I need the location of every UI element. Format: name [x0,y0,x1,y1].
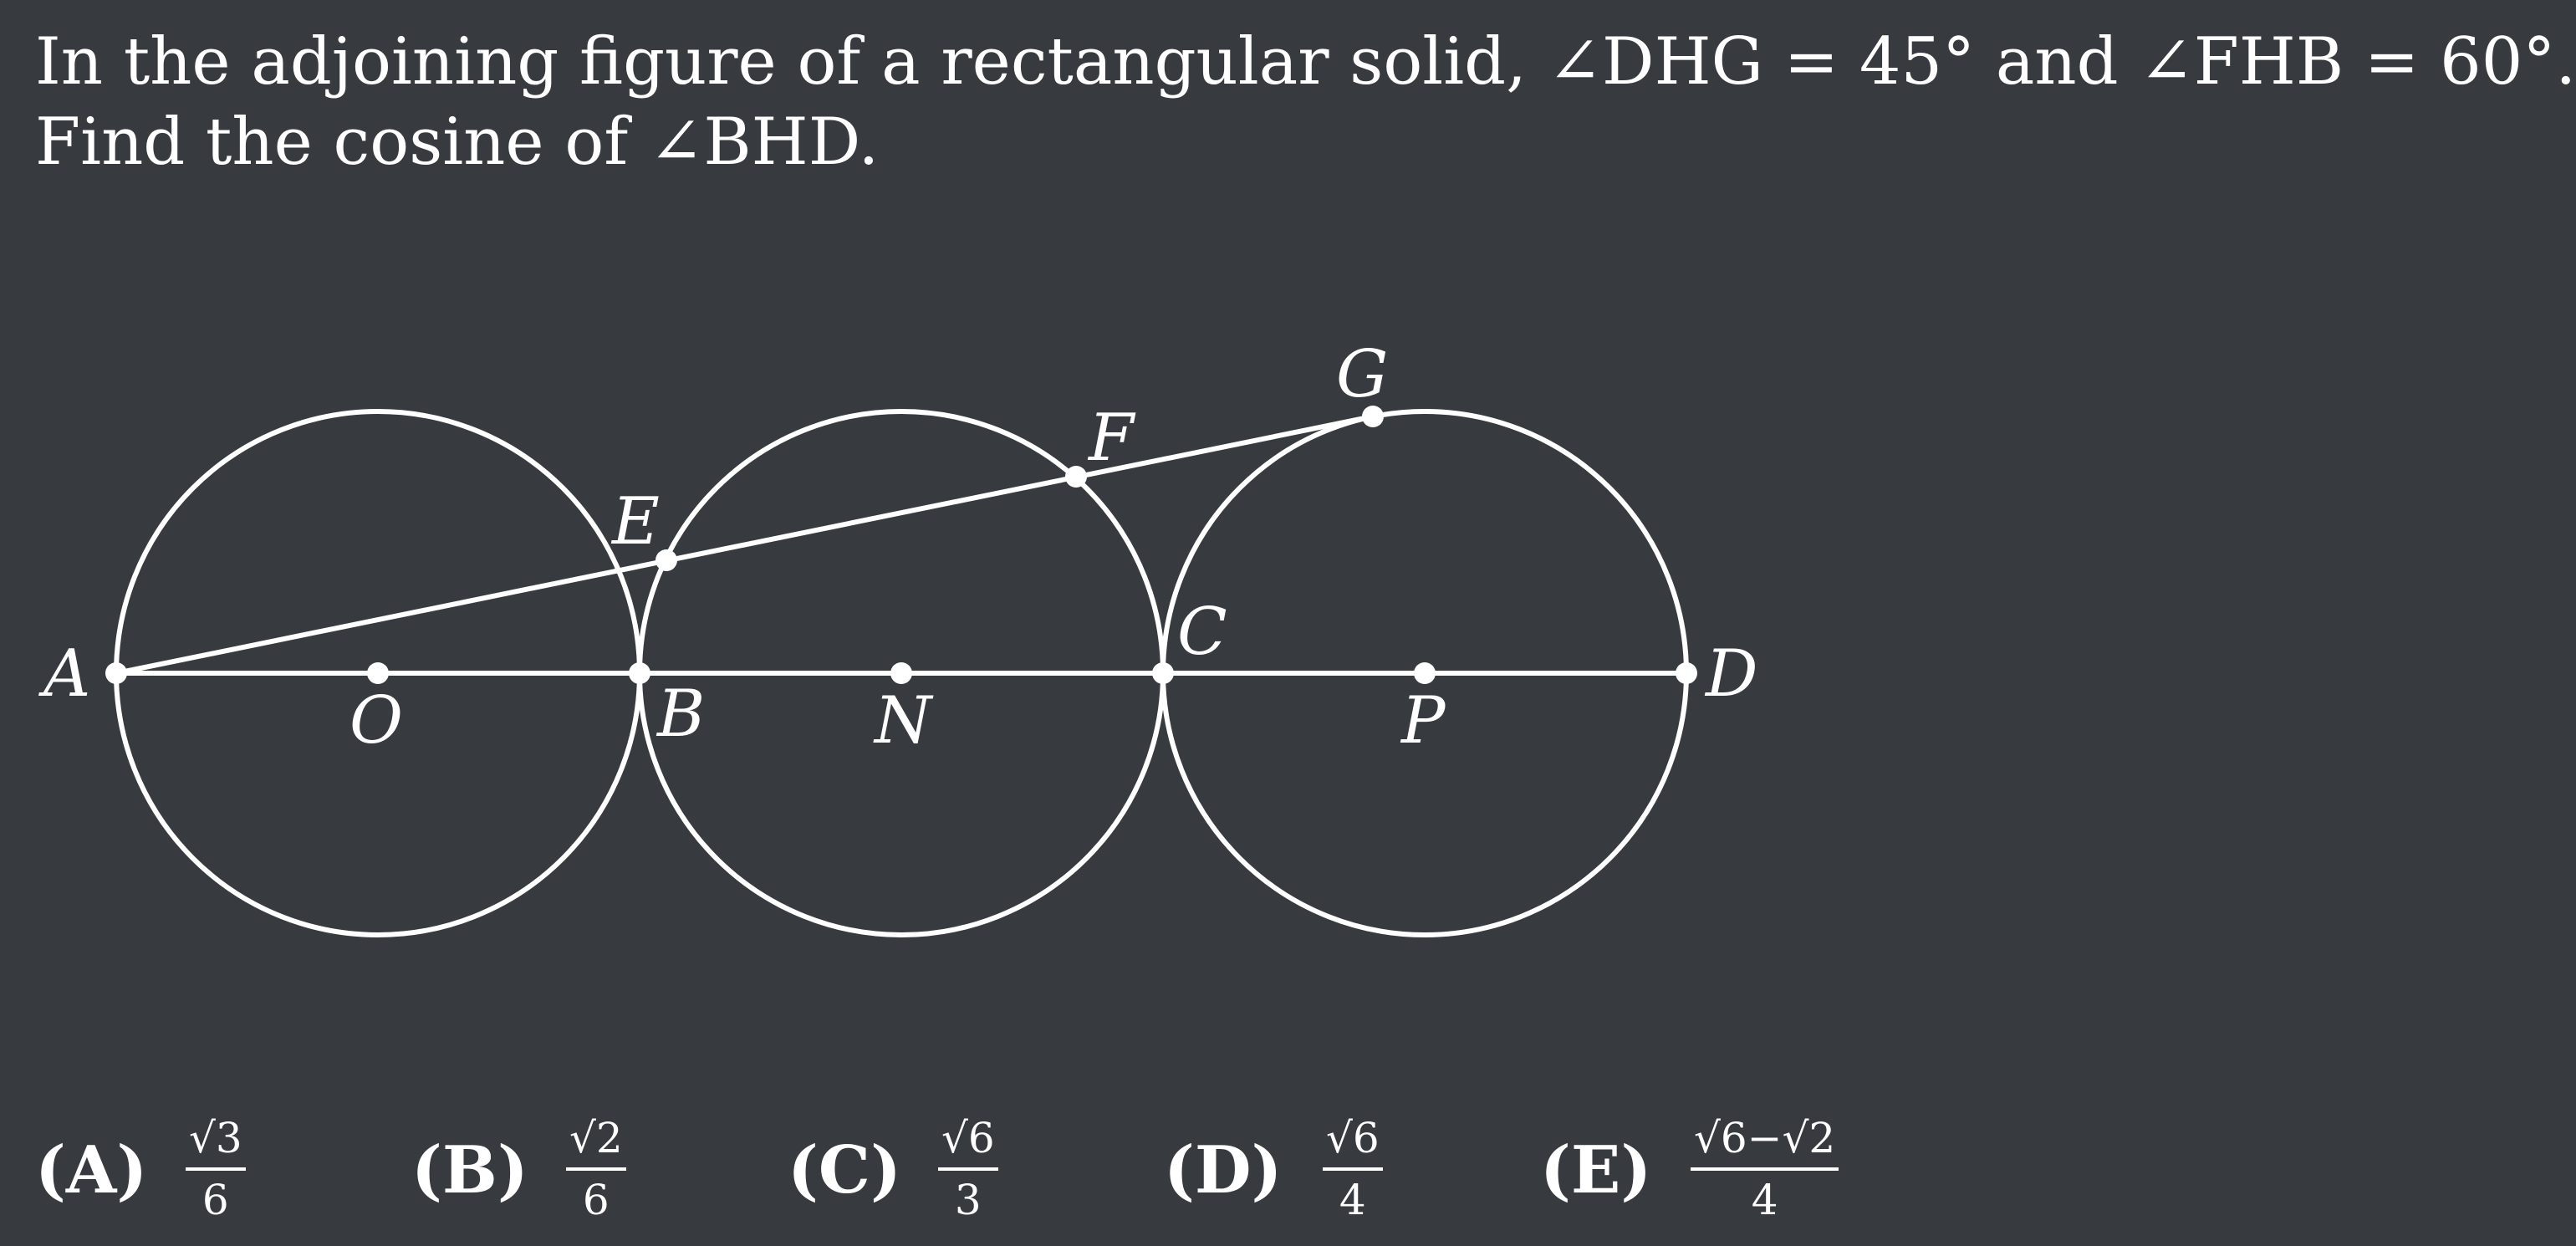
choice-b-fraction: √2 6 [566,1112,626,1226]
point-g [1362,406,1384,427]
label-n: N [873,683,934,758]
fraction-bar [186,1167,246,1171]
label-p: P [1400,683,1446,758]
choice-c-letter: (C) [788,1132,901,1208]
choice-b-numerator: √2 [569,1114,623,1162]
segment-ag [115,414,1374,676]
choice-d-numerator: √6 [1326,1114,1380,1162]
choice-c-numerator: √6 [941,1114,995,1162]
point-n [890,662,912,684]
label-a: A [38,636,90,712]
choice-a-numerator: √3 [189,1114,242,1162]
label-c: C [1177,595,1227,670]
choice-d-denominator: 4 [1339,1176,1366,1224]
fraction-bar [566,1167,626,1171]
choice-b-letter: (B) [411,1132,528,1208]
problem-line-1: In the adjoining figure of a rectangular… [35,24,2576,100]
label-o: O [349,683,403,758]
choice-e-denominator: 4 [1751,1176,1778,1224]
choice-d-letter: (D) [1164,1132,1283,1208]
point-f [1065,466,1087,488]
fraction-bar [1323,1167,1383,1171]
choice-b-denominator: 6 [582,1176,610,1224]
point-p [1414,662,1436,684]
label-e: E [610,484,660,559]
choice-c-fraction: √6 3 [938,1112,998,1226]
label-b: B [655,677,705,752]
point-b [629,662,650,684]
label-g: G [1336,337,1388,412]
choice-c-denominator: 3 [954,1176,982,1224]
choice-e-fraction: √6−√2 4 [1691,1112,1839,1226]
point-d [1676,662,1697,684]
choice-a-fraction: √3 6 [186,1112,246,1226]
point-o [367,662,389,684]
fraction-bar [938,1167,998,1171]
choice-d-fraction: √6 4 [1323,1112,1383,1226]
label-d: D [1704,636,1758,712]
point-c [1152,662,1174,684]
choice-e-letter: (E) [1540,1132,1652,1208]
label-f: F [1087,401,1136,476]
problem-statement: In the adjoining figure of a rectangular… [35,22,2576,182]
choice-a-denominator: 6 [201,1176,229,1224]
fraction-bar [1691,1167,1839,1171]
geometry-figure: A O B N C P D E F G [38,337,1758,937]
choice-e-numerator: √6−√2 [1694,1114,1836,1162]
choice-a-letter: (A) [35,1132,148,1208]
point-a [105,662,127,684]
point-e [655,549,677,571]
problem-line-2: Find the cosine of ∠BHD. [35,105,880,180]
